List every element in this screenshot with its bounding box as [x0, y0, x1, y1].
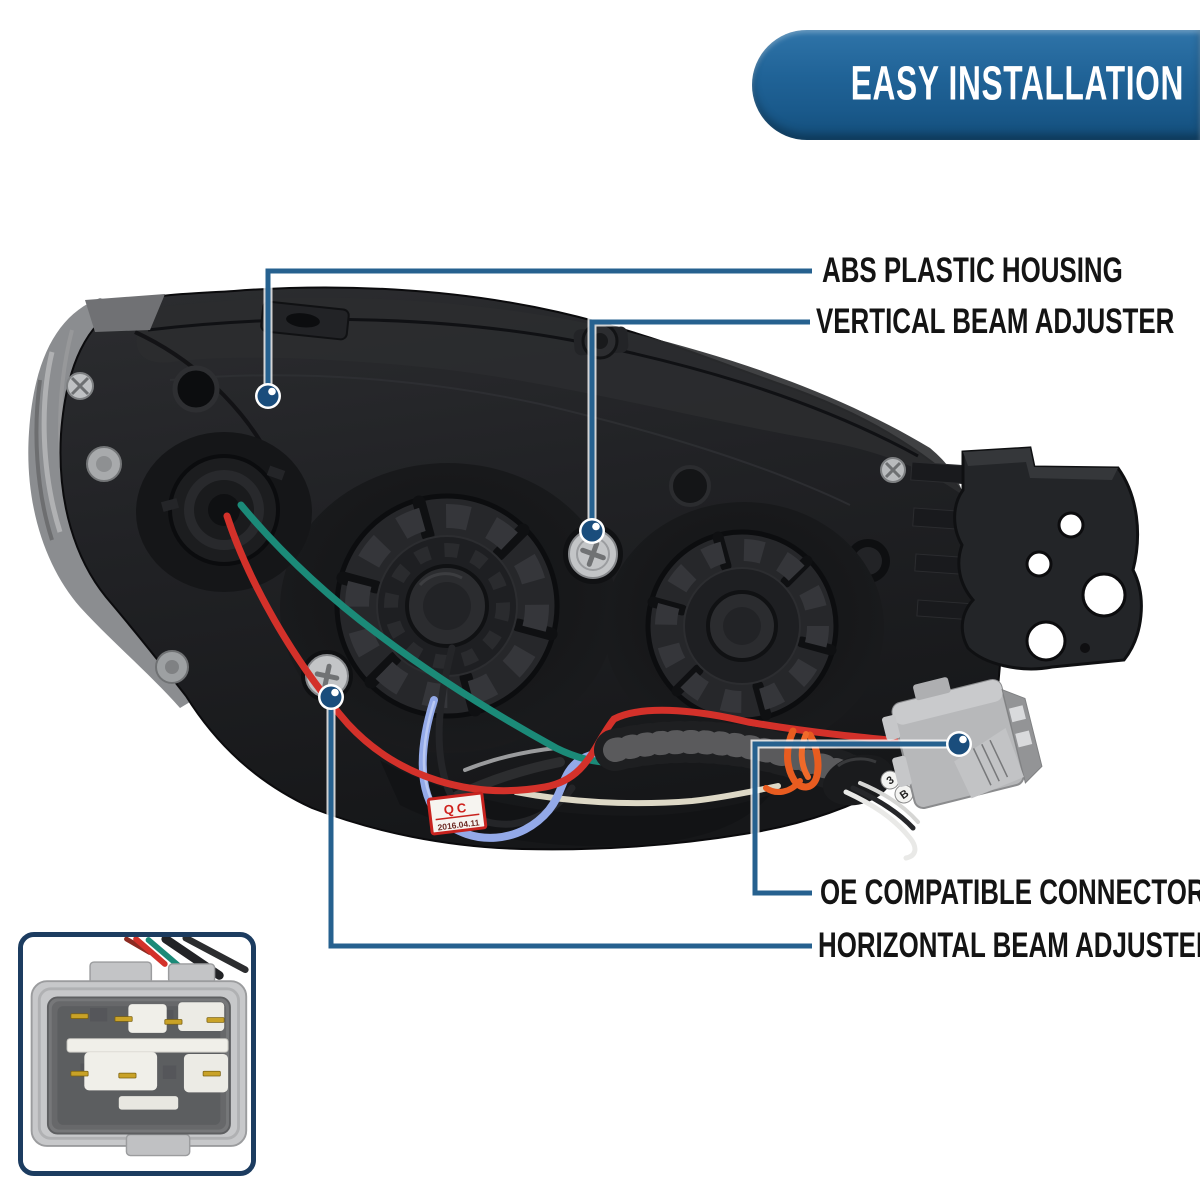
connector-boot: 3 B — [822, 754, 920, 861]
callout-label-horizontal-beam-adjuster: HORIZONTAL BEAM ADJUSTER — [818, 926, 1200, 965]
adjuster-wheel-left — [334, 493, 560, 719]
orange-wire-tie — [763, 727, 822, 796]
callout-line-horizontal-beam-adjuster — [328, 697, 812, 949]
wire-tag-b: B — [894, 784, 914, 804]
callout-label-oe-compatible-connector: OE COMPATIBLE CONNECTOR — [820, 873, 1200, 912]
bulb-access-hole — [172, 365, 220, 413]
lens-corner-cap — [85, 294, 165, 332]
small-screw-upper-left — [66, 372, 94, 400]
banner-label: EASY INSTALLATION — [850, 57, 1184, 111]
qc-sticker: QC 2016.04.11 — [426, 791, 488, 836]
svg-text:QC: QC — [443, 800, 470, 818]
callout-dot-abs-plastic-housing — [255, 383, 281, 409]
connector-inset — [18, 932, 256, 1176]
callout-line-vertical-beam-adjuster — [589, 319, 810, 531]
small-screw-right — [880, 457, 906, 483]
bulb-socket — [160, 454, 286, 566]
mounting-bracket — [953, 446, 1143, 671]
green-wire — [237, 501, 630, 767]
callout-dot-oe-compatible-connector — [946, 731, 972, 757]
callout-label-abs-plastic-housing: ABS PLASTIC HOUSING — [822, 251, 1123, 290]
hex-bolt-left — [86, 446, 122, 482]
wire-loom — [594, 720, 873, 797]
connector-closeup — [23, 937, 251, 1171]
top-mounting-tab — [260, 300, 350, 341]
easy-installation-banner: EASY INSTALLATION — [752, 30, 1200, 140]
callout-dot-vertical-beam-adjuster — [579, 518, 605, 544]
inset-terminals — [66, 1002, 229, 1110]
callout-line-abs-plastic-housing — [265, 268, 812, 396]
wiring-harness — [223, 501, 914, 842]
red-wire — [223, 512, 914, 795]
small-cap — [669, 465, 711, 507]
svg-text:3: 3 — [885, 774, 897, 787]
callout-dot-horizontal-beam-adjuster — [318, 684, 344, 710]
hex-bolt-lower-left — [155, 650, 189, 684]
callout-line-oe-compatible-connector — [752, 741, 959, 896]
vertical-adjuster-screw — [563, 524, 623, 584]
callout-label-vertical-beam-adjuster: VERTICAL BEAM ADJUSTER — [816, 302, 1175, 341]
